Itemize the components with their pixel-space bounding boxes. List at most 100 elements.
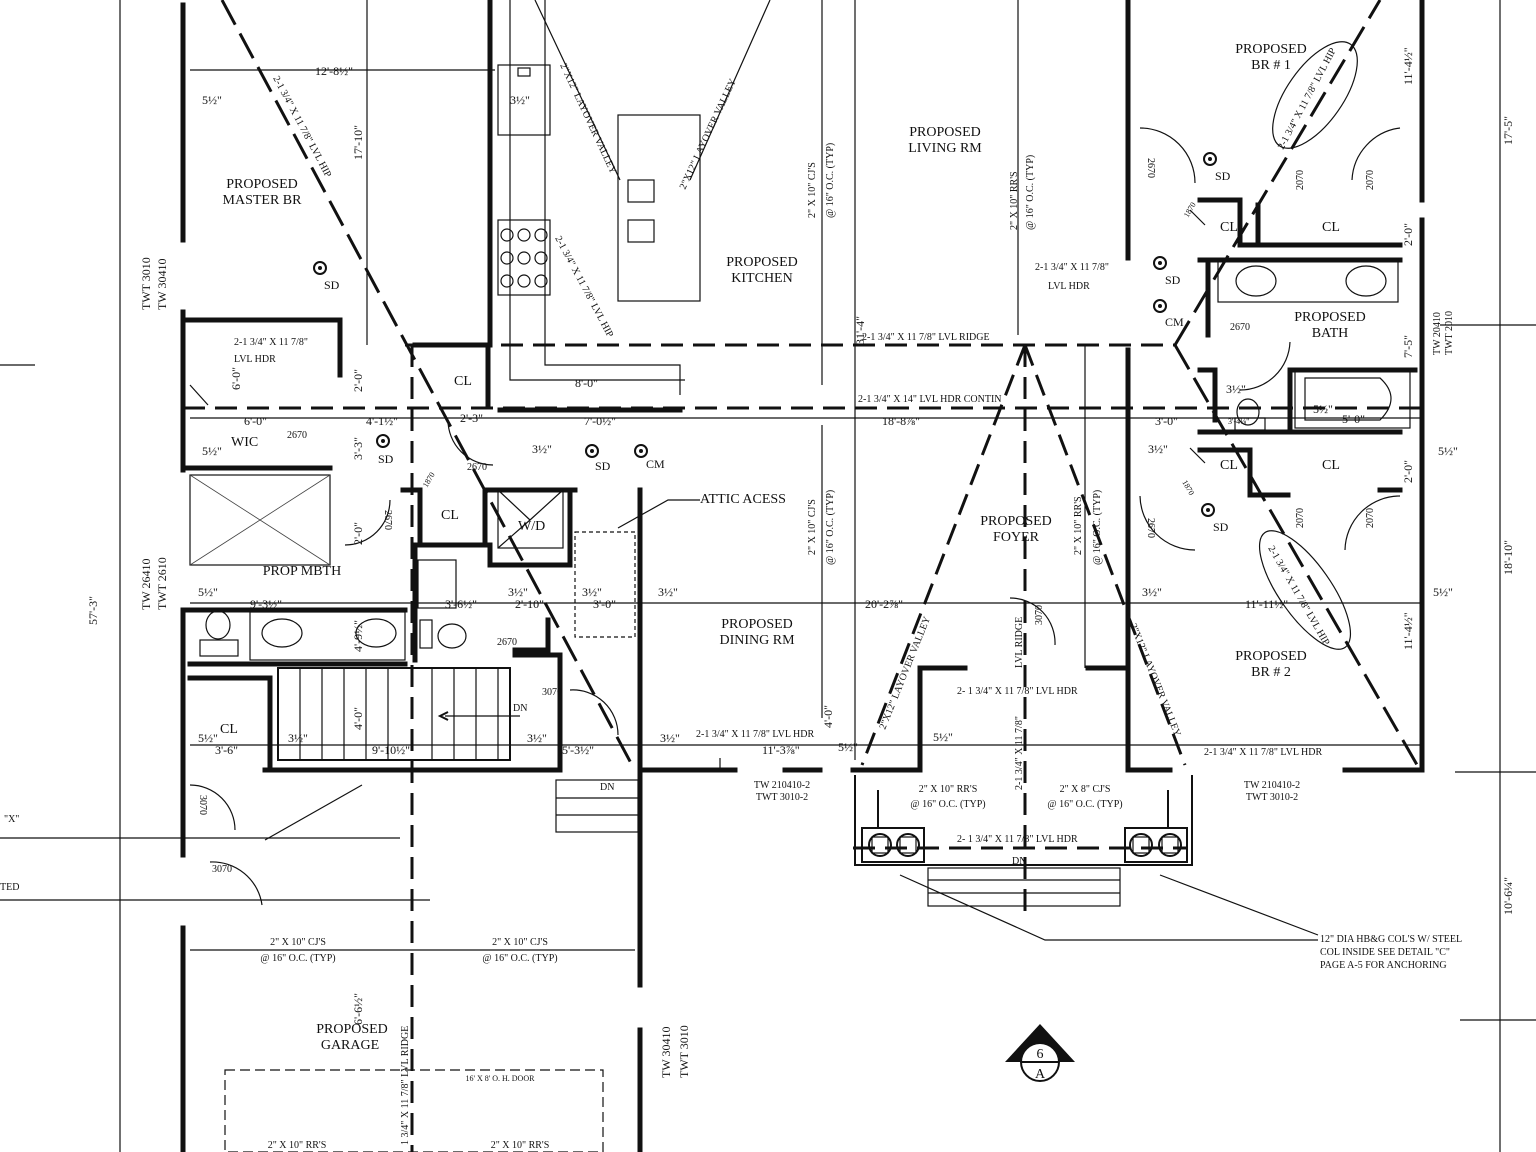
garage-label-2: GARAGE: [321, 1038, 379, 1053]
door-code: 2670: [382, 510, 393, 530]
joist-spacing-label: @ 16" O.C. (TYP): [825, 143, 836, 218]
down-label: DN: [1012, 856, 1026, 867]
dim-text: 3½": [288, 731, 308, 745]
dim-text: 3'-3": [351, 437, 365, 460]
co-monitor-label: CM: [646, 457, 665, 471]
door-code: 2670: [467, 462, 487, 473]
attic-access-hatch: [574, 531, 636, 638]
lvl-hip-label: 2-1 3/4" X 11 7/8" LVL HIP: [552, 234, 615, 339]
smoke-detector-label: SD: [1215, 169, 1231, 183]
washer-dryer-label: W/D: [518, 519, 545, 534]
dining-label-1: PROPOSED: [721, 617, 793, 632]
section-letter: A: [1035, 1067, 1046, 1082]
smoke-detector-label: SD: [1213, 520, 1229, 534]
dim-text: 18'-10": [1501, 540, 1515, 575]
ridge-label: 2-1 3/4" X 11 7/8": [1014, 716, 1025, 790]
door-code: 2670: [1230, 322, 1250, 333]
lvl-hip-label: 2-1 3/4" X 11 7/8" LVL HIP: [270, 74, 333, 179]
garage-ridge-label: 1 3/4" X 11 7/8" LVL RIDGE: [400, 1026, 411, 1145]
dim-text: 3½": [1226, 382, 1246, 396]
door-code: 2670: [1145, 158, 1156, 178]
dim-text: 3½": [1142, 585, 1162, 599]
dim-text: 5'-0": [1342, 412, 1365, 426]
joist-spacing-label: @ 16" O.C. (TYP): [1092, 490, 1103, 565]
section-number: 6: [1037, 1047, 1044, 1062]
header-continuous-label: 2-1 3/4" X 14" LVL HDR CONTIN: [858, 394, 1002, 405]
header-label: 2-1 3/4" X 11 7/8" LVL HDR: [1204, 747, 1322, 758]
layover-valley-label: 2"X12" LAYOVER VALLEY: [878, 615, 933, 731]
dim-text: 3½": [582, 585, 602, 599]
dim-text: 3'-0": [1155, 414, 1178, 428]
dim-text: 5½": [838, 740, 858, 754]
window-code: TWT 2010: [1444, 311, 1455, 355]
header-label: 2- 1 3/4" X 11 7/8" LVL HDR: [957, 834, 1078, 845]
window-code: TWT 3010-2: [756, 792, 808, 803]
kitchen-label-2: KITCHEN: [731, 271, 792, 286]
door-code: 3070: [212, 864, 232, 875]
bath-label-2: BATH: [1312, 326, 1349, 341]
header-label: LVL HDR: [234, 354, 276, 365]
dim-text: 6'-6½": [351, 993, 365, 1025]
dim-text: 3'-0": [593, 597, 616, 611]
window-code: TW 30410: [659, 1027, 673, 1078]
smoke-detector-icon: [585, 444, 599, 458]
dim-text: 57'-3": [86, 596, 100, 625]
dim-text: 11'-3⅞": [762, 743, 800, 757]
edge-note: TED: [0, 882, 19, 893]
window-code: TWT 3010: [139, 257, 153, 310]
living-label-2: LIVING RM: [908, 141, 982, 156]
window-code: TWT 2610: [155, 557, 169, 610]
closet-label: CL: [1220, 220, 1238, 235]
closet-label: CL: [1220, 458, 1238, 473]
interior-walls: [180, 197, 1418, 773]
dim-text: 4'-1½": [366, 414, 398, 428]
column-note-line-1: 12" DIA HB&G COL'S W/ STEEL: [1320, 934, 1462, 945]
br2-label-1: PROPOSED: [1235, 649, 1307, 664]
dim-text: 11'-11½": [1245, 597, 1288, 611]
smoke-detector-icon: [1203, 152, 1217, 166]
dim-text: 2'-10": [515, 597, 544, 611]
dim-text: 12'-8½": [315, 64, 353, 78]
dim-text: 9'-10½": [372, 743, 410, 757]
dim-text: 8'-0": [575, 376, 598, 390]
dim-text: 4'-0": [351, 707, 365, 730]
door-code: 3070: [542, 687, 562, 698]
down-label: DN: [513, 703, 527, 714]
window-code: TW 210410-2: [1244, 780, 1300, 791]
door-code: 2070: [1365, 508, 1376, 528]
garage-door-line: [224, 1069, 604, 1152]
dim-text: 5½": [198, 585, 218, 599]
roof-framing: [183, 0, 1422, 1152]
ridge-label: LVL RIDGE: [1014, 617, 1025, 668]
smoke-detector-icon: [1201, 503, 1215, 517]
joist-label: 2" X 8" CJ'S: [1060, 784, 1111, 795]
dim-text: 6'-0": [244, 414, 267, 428]
ridge-label: 2-1 3/4" X 11 7/8" LVL RIDGE: [862, 332, 990, 343]
dim-text: 3½": [660, 731, 680, 745]
rafter-label: 2" X 10" RR'S: [1073, 496, 1084, 555]
joist-spacing-label: @ 16" O.C. (TYP): [1047, 799, 1122, 810]
joist-spacing-label: @ 16" O.C. (TYP): [1025, 155, 1036, 230]
header-label: 2-1 3/4" X 11 7/8": [1035, 262, 1109, 273]
dim-text: 3½": [532, 442, 552, 456]
column-note-line-2: COL INSIDE SEE DETAIL "C": [1320, 947, 1450, 958]
garage-door-label: 16' X 8' O. H. DOOR: [466, 1074, 536, 1083]
edge-note: "X": [4, 814, 19, 825]
door-code: 1870: [1180, 479, 1196, 497]
stair: [277, 667, 639, 833]
dim-text: 4'-9½": [351, 620, 365, 652]
rafter-label: 2" X 10" RR'S: [1009, 171, 1020, 230]
window-code: TW 26410: [139, 559, 153, 610]
dim-text: 5'-3½": [562, 743, 594, 757]
dim-text: 3'-6": [215, 743, 238, 757]
foyer-label-2: FOYER: [993, 530, 1040, 545]
closet-label: CL: [1322, 220, 1340, 235]
dim-text: 2'-0": [351, 522, 365, 545]
master-br-label-2: MASTER BR: [223, 193, 303, 208]
dim-text: 7'-5": [1401, 335, 1415, 358]
door-code: 1870: [421, 471, 437, 489]
dim-text: 2'-0": [1401, 223, 1415, 246]
smoke-detector-label: SD: [595, 459, 611, 473]
layover-valley-label: 2"X12" LAYOVER VALLEY: [557, 62, 618, 176]
